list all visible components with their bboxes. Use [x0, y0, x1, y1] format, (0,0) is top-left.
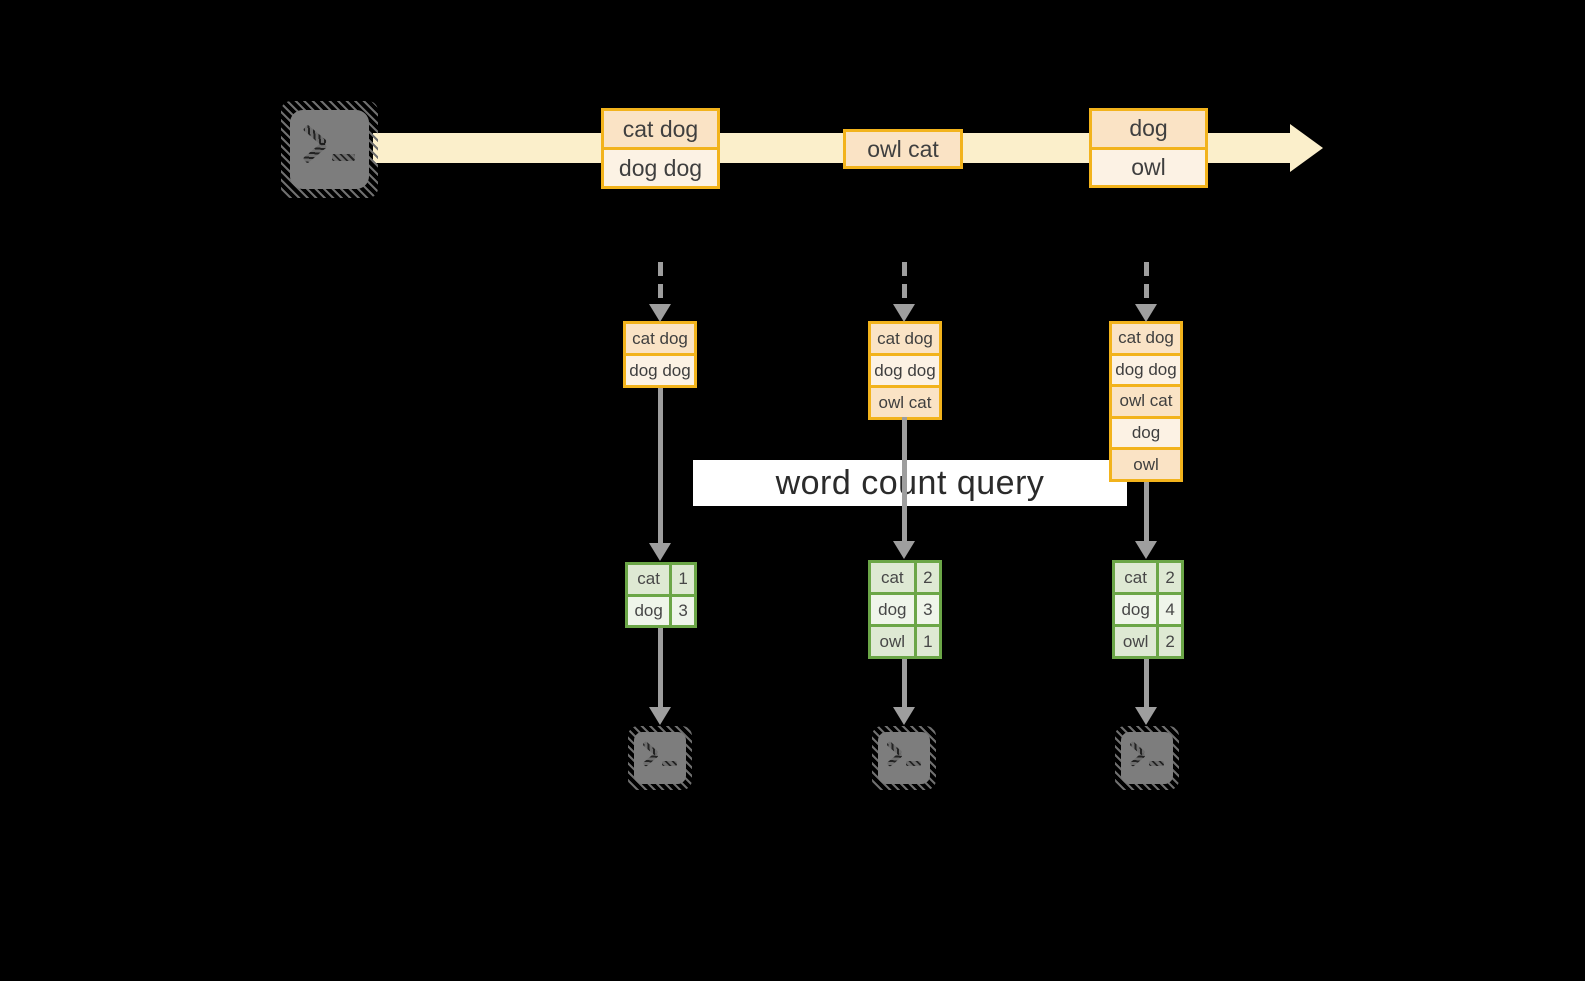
dashed-arrow [1144, 262, 1149, 304]
query-label-text: word count query [775, 463, 1045, 502]
word-cell: cat [871, 563, 914, 592]
count-cell: 2 [1156, 627, 1181, 656]
buffer-stack-2: cat dog dog dog owl cat [868, 321, 942, 420]
word-cell: dog [628, 596, 670, 625]
table-row: cat 1 [628, 565, 694, 594]
terminal-sink-icon [1115, 726, 1179, 790]
terminal-source-icon [281, 101, 378, 198]
count-table-3: cat 2 dog 4 owl 2 [1112, 560, 1184, 659]
event-line: cat dog [604, 111, 717, 147]
arrow [658, 628, 663, 707]
arrow [902, 659, 907, 707]
arrowhead-icon [893, 707, 915, 725]
table-row: cat 2 [871, 563, 939, 592]
count-cell: 3 [669, 596, 694, 625]
dashed-arrow [902, 262, 907, 304]
word-cell: cat [1115, 563, 1157, 592]
prompt-underscore-icon [905, 761, 921, 766]
arrow [902, 417, 907, 541]
table-row: owl 1 [871, 624, 939, 656]
stream-event-box-3: dog owl [1089, 108, 1208, 188]
buffer-line: dog dog [626, 353, 694, 385]
buffer-stack-1: cat dog dog dog [623, 321, 697, 388]
terminal-screen [633, 731, 687, 785]
buffer-line: cat dog [1112, 324, 1180, 353]
count-table-2: cat 2 dog 3 owl 1 [868, 560, 942, 659]
prompt-chevron-icon [1129, 752, 1146, 768]
event-line: dog dog [604, 147, 717, 186]
arrowhead-icon [649, 707, 671, 725]
word-cell: cat [628, 565, 670, 594]
word-cell: dog [871, 595, 914, 624]
word-cell: dog [1115, 595, 1157, 624]
terminal-sink-icon [628, 726, 692, 790]
count-cell: 1 [913, 627, 939, 656]
event-line: dog [1092, 111, 1205, 147]
prompt-chevron-icon [886, 752, 903, 768]
arrow [1144, 659, 1149, 707]
stream-arrowhead-icon [1290, 124, 1323, 172]
dashed-arrowhead-icon [893, 304, 915, 322]
terminal-screen [877, 731, 931, 785]
terminal-screen [1120, 731, 1174, 785]
query-label: word count query [693, 460, 1127, 506]
table-row: dog 3 [628, 593, 694, 625]
dashed-arrowhead-icon [1135, 304, 1157, 322]
stream-event-box-1: cat dog dog dog [601, 108, 720, 189]
arrowhead-icon [1135, 707, 1157, 725]
buffer-stack-3: cat dog dog dog owl cat dog owl [1109, 321, 1183, 482]
prompt-underscore-icon [331, 154, 355, 162]
arrow [658, 388, 663, 543]
buffer-line: dog dog [871, 353, 939, 385]
event-line: owl cat [846, 132, 960, 166]
buffer-line: owl cat [871, 385, 939, 417]
arrowhead-icon [1135, 541, 1157, 559]
prompt-underscore-icon [1148, 761, 1164, 766]
dashed-arrowhead-icon [649, 304, 671, 322]
arrowhead-icon [649, 543, 671, 561]
count-cell: 2 [913, 563, 939, 592]
word-cell: owl [1115, 627, 1157, 656]
terminal-sink-icon [872, 726, 936, 790]
count-cell: 1 [669, 565, 694, 594]
terminal-screen [289, 109, 370, 190]
prompt-chevron-icon [303, 141, 328, 164]
count-cell: 3 [913, 595, 939, 624]
table-row: cat 2 [1115, 563, 1181, 592]
prompt-underscore-icon [661, 761, 677, 766]
buffer-line: cat dog [871, 324, 939, 353]
arrow [1144, 482, 1149, 541]
buffer-line: owl cat [1112, 384, 1180, 416]
buffer-line: dog [1112, 415, 1180, 448]
count-table-1: cat 1 dog 3 [625, 562, 697, 628]
count-cell: 4 [1156, 595, 1181, 624]
word-cell: owl [871, 627, 914, 656]
event-line: owl [1092, 146, 1205, 185]
table-row: owl 2 [1115, 624, 1181, 656]
table-row: dog 3 [871, 592, 939, 624]
arrowhead-icon [893, 541, 915, 559]
prompt-chevron-icon [642, 752, 659, 768]
stream-event-box-2: owl cat [843, 129, 963, 169]
buffer-line: dog dog [1112, 352, 1180, 385]
dashed-arrow [658, 262, 663, 304]
count-cell: 2 [1156, 563, 1181, 592]
buffer-line: owl [1112, 447, 1180, 479]
buffer-line: cat dog [626, 324, 694, 353]
table-row: dog 4 [1115, 592, 1181, 624]
